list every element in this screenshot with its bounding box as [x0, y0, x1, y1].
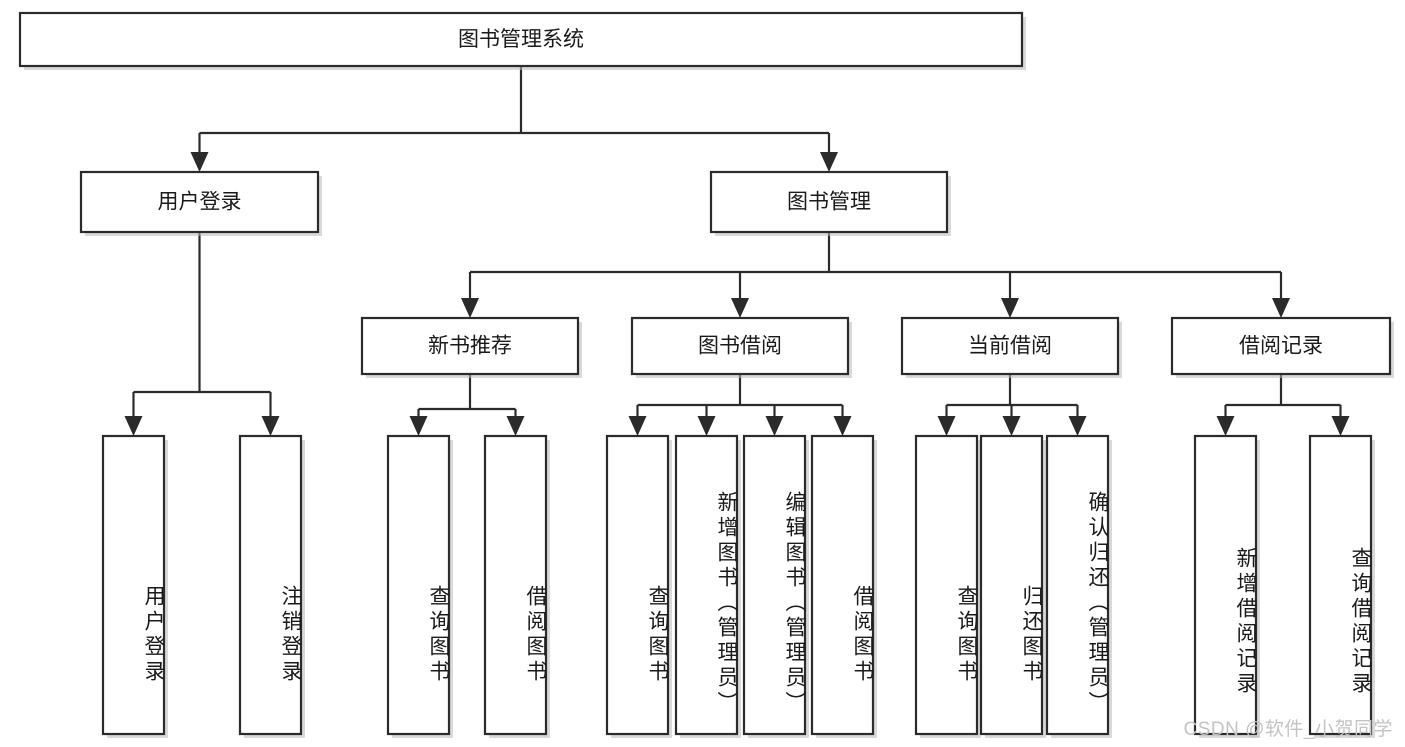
node-label-book-borrow: 图书借阅: [698, 335, 782, 358]
arrow-head-icon: [190, 152, 209, 172]
arrow-head-icon: [820, 152, 838, 172]
node-box-leaf-add-book[interactable]: [674, 434, 739, 736]
node-box-leaf-user-login[interactable]: [101, 434, 166, 736]
arrow-head-icon: [697, 416, 716, 436]
node-label-book-management: 图书管理: [787, 191, 871, 214]
node-box-leaf-edit-book[interactable]: [742, 434, 807, 736]
node-box-book-management[interactable]: [709, 170, 949, 234]
arrow-head-icon: [461, 298, 479, 318]
node-box-book-borrow[interactable]: [630, 316, 850, 376]
node-box-leaf-return-book[interactable]: [979, 434, 1044, 736]
arrow-head-icon: [1272, 298, 1290, 318]
arrow-head-icon: [1002, 416, 1021, 436]
arrow-head-icon: [506, 416, 525, 436]
arrow-head-icon: [1331, 416, 1350, 436]
arrow-head-icon: [409, 416, 428, 436]
node-box-leaf-user-logout[interactable]: [238, 434, 303, 736]
node-label-new-book-recommend: 新书推荐: [428, 335, 512, 358]
node-box-leaf-borrow-book-1[interactable]: [483, 434, 548, 736]
arrow-head-icon: [628, 416, 647, 436]
node-box-leaf-query-book-3[interactable]: [914, 434, 979, 736]
node-box-leaf-query-book-2[interactable]: [605, 434, 670, 736]
node-label-root: 图书管理系统: [458, 28, 584, 51]
node-box-leaf-add-record[interactable]: [1193, 434, 1258, 736]
boxes-layer: [18, 11, 1392, 736]
arrow-head-icon: [1001, 298, 1019, 318]
node-box-leaf-confirm-return[interactable]: [1045, 434, 1110, 736]
node-label-current-borrow: 当前借阅: [968, 335, 1052, 358]
node-box-root[interactable]: [18, 11, 1024, 68]
node-box-current-borrow[interactable]: [900, 316, 1120, 376]
node-box-leaf-query-record[interactable]: [1308, 434, 1373, 736]
node-box-leaf-query-book-1[interactable]: [386, 434, 451, 736]
arrow-head-icon: [833, 416, 852, 436]
arrow-head-icon: [731, 298, 749, 318]
node-box-user-login[interactable]: [79, 170, 320, 234]
connectors-layer: [124, 66, 1350, 436]
node-box-leaf-borrow-book-2[interactable]: [810, 434, 875, 736]
node-box-new-book-recommend[interactable]: [360, 316, 580, 376]
watermark-text: CSDN @软件_小贺同学: [1183, 719, 1393, 740]
node-label-user-login: 用户登录: [158, 191, 242, 214]
arrow-head-icon: [261, 416, 280, 436]
arrow-head-icon: [765, 416, 784, 436]
arrow-head-icon: [1216, 416, 1235, 436]
arrow-head-icon: [937, 416, 956, 436]
node-label-borrow-record: 借阅记录: [1239, 335, 1323, 358]
node-box-borrow-record[interactable]: [1170, 316, 1392, 376]
arrow-head-icon: [1068, 416, 1087, 436]
arrow-head-icon: [124, 416, 143, 436]
